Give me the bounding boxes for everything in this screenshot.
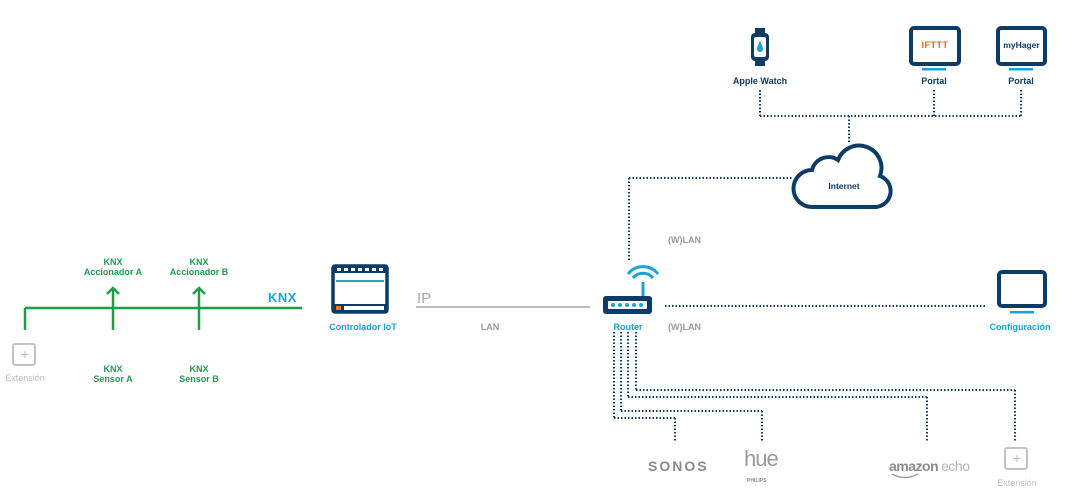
amazon-smile-icon: [891, 473, 919, 479]
knx-bus: [23, 286, 302, 330]
extension-box-icon: [1004, 447, 1028, 470]
iot-controller-icon: [331, 264, 389, 314]
myhager-logo: myHager: [1003, 40, 1040, 50]
ifttt-logo: IFTTT: [921, 40, 949, 50]
myhager-portal-label: Portal: [1008, 76, 1034, 86]
sonos-logo: SONOS: [648, 458, 709, 474]
plus-icon[interactable]: +: [20, 346, 30, 362]
wlan-upper-label: (W)LAN: [668, 235, 701, 245]
ip-label: IP: [417, 290, 432, 307]
ifttt-portal-label: Portal: [921, 76, 947, 86]
hue-logo: hue: [744, 446, 779, 471]
knx-sensor-b: KNX Sensor B: [179, 364, 219, 384]
plus-icon[interactable]: +: [1012, 450, 1022, 466]
configuration-label: Configuración: [989, 322, 1051, 332]
controller-label: Controlador IoT: [329, 322, 397, 332]
apple-watch-label: Apple Watch: [732, 76, 788, 86]
knx-sensor-a: KNX Sensor A: [93, 364, 133, 384]
router-icon: [603, 265, 660, 314]
monitor-icon: [909, 26, 961, 71]
internet-label: Internet: [828, 181, 860, 191]
extension-box-icon: [12, 343, 36, 366]
wlan-lower-label: (W)LAN: [668, 322, 701, 332]
philips-logo: PHILIPS: [747, 478, 767, 484]
router-label: Router: [613, 322, 643, 332]
monitor-icon: [997, 270, 1047, 314]
lan-label: LAN: [480, 322, 500, 332]
cloud-icon: [791, 143, 893, 209]
knx-logo: KNX: [268, 290, 297, 305]
knx-extension-label: Extensión: [5, 373, 45, 383]
knx-actuator-a: KNX Accionador A: [83, 257, 143, 277]
monitor-icon: [996, 26, 1047, 71]
device-extension-label: Extensión: [997, 478, 1037, 488]
smartwatch-icon: [751, 28, 769, 66]
knx-actuator-b: KNX Accionador B: [169, 257, 229, 277]
